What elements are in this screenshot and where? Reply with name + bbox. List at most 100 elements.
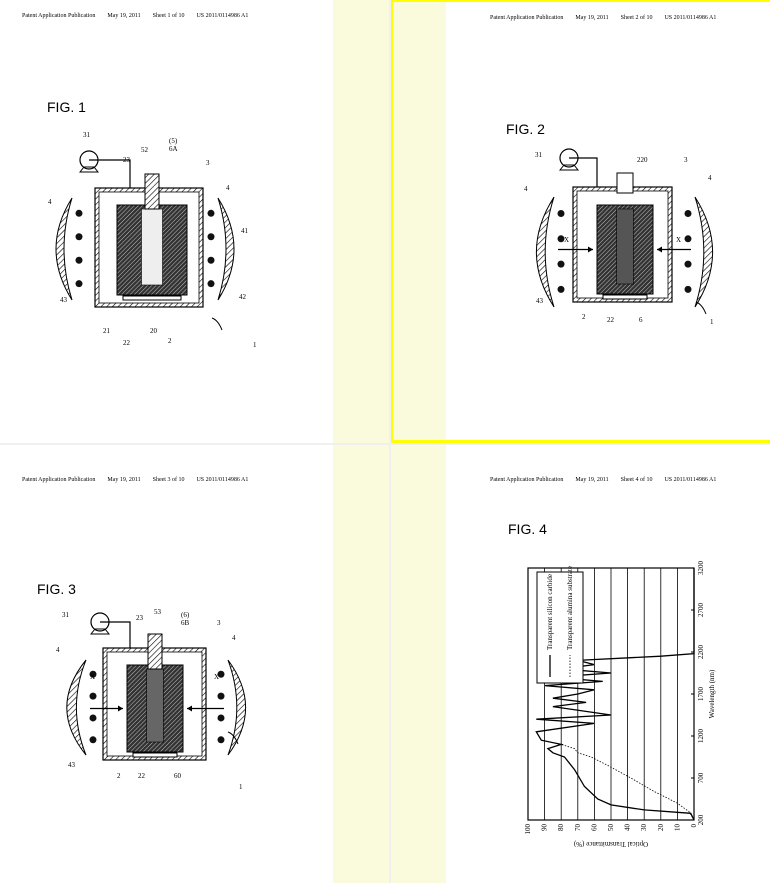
figure-2-drawing: 31220344XX4322261 <box>446 2 770 443</box>
x-tick-label: 1700 <box>697 687 705 702</box>
reference-arrow <box>212 318 222 330</box>
reference-label: 220 <box>637 156 648 164</box>
heater-reflector <box>218 198 234 300</box>
heater-reflector <box>536 197 554 307</box>
reference-label: (6) <box>181 611 190 619</box>
reference-label: 4 <box>226 184 230 192</box>
crucible-core <box>142 209 163 285</box>
reference-label: 4 <box>56 646 60 654</box>
reference-label: 22 <box>123 339 131 347</box>
x-tick-label: 1200 <box>697 729 705 744</box>
heater-coil <box>558 286 565 293</box>
page-2[interactable]: Patent Application PublicationMay 19, 20… <box>446 2 770 440</box>
heater-coil <box>90 693 97 700</box>
page-1[interactable]: Patent Application PublicationMay 19, 20… <box>0 0 333 443</box>
reference-label: (5) <box>169 137 178 145</box>
figure-4-chart: 0102030405060708090100200700120017002200… <box>446 445 770 883</box>
x-tick-label: 2700 <box>697 603 705 618</box>
heater-coil <box>685 210 692 217</box>
heater-coil <box>685 235 692 242</box>
page-cell-2[interactable]: Patent Application PublicationMay 19, 20… <box>391 0 770 443</box>
reference-label: 23 <box>136 614 144 622</box>
crucible-core <box>147 669 164 742</box>
y-tick-label: 30 <box>640 824 648 832</box>
heater-coil <box>558 261 565 268</box>
legend: Transparent silicon carbideTransparent a… <box>537 566 583 683</box>
heater-coil <box>208 280 215 287</box>
heater-coil <box>76 280 83 287</box>
crucible-core <box>617 209 634 284</box>
reference-label: X <box>214 673 219 681</box>
y-tick-label: 10 <box>673 824 681 832</box>
page-cell-1[interactable]: Patent Application PublicationMay 19, 20… <box>0 0 389 443</box>
heater-coil <box>208 257 215 264</box>
reference-label: 43 <box>60 296 68 304</box>
heater-coil <box>685 286 692 293</box>
heater <box>56 198 83 300</box>
y-tick-label: 60 <box>590 824 598 832</box>
y-tick-label: 80 <box>557 824 565 832</box>
reference-label: 4 <box>524 185 528 193</box>
reference-label: 42 <box>239 293 247 301</box>
heater-coil <box>76 257 83 264</box>
y-tick-label: 90 <box>541 824 549 832</box>
reference-label: X <box>676 236 681 244</box>
reference-label: 4 <box>48 198 52 206</box>
page-3[interactable]: Patent Application PublicationMay 19, 20… <box>0 445 333 883</box>
figure-3-drawing: 312353(6)6B344XX43222601 <box>0 445 333 883</box>
reference-label: 23 <box>123 156 131 164</box>
reference-label: 43 <box>68 761 76 769</box>
reference-label: 2 <box>582 313 586 321</box>
reference-label: X <box>564 236 569 244</box>
x-tick-label: 2200 <box>697 645 705 660</box>
heater <box>536 197 564 307</box>
legend-box <box>537 572 583 683</box>
page-cell-3[interactable]: Patent Application PublicationMay 19, 20… <box>0 445 389 883</box>
reference-label: 21 <box>103 327 111 335</box>
reference-label: 6B <box>181 619 190 627</box>
reference-label: 41 <box>241 227 249 235</box>
reference-label: 60 <box>174 772 182 780</box>
heater-coil <box>208 233 215 240</box>
reference-label: 43 <box>536 297 544 305</box>
page-4[interactable]: Patent Application PublicationMay 19, 20… <box>446 445 770 883</box>
reference-label: 3 <box>217 619 221 627</box>
y-tick-label: 50 <box>607 824 615 832</box>
x-tick-label: 200 <box>697 814 705 825</box>
reference-label: 31 <box>535 151 543 159</box>
heater-reflector <box>56 198 72 300</box>
heater <box>685 197 713 307</box>
y-tick-label: 40 <box>624 824 632 832</box>
reference-label: 53 <box>154 608 162 616</box>
reference-label: 52 <box>141 146 149 154</box>
heater <box>218 660 246 755</box>
heater-reflector <box>695 197 713 307</box>
heater-coil <box>218 736 225 743</box>
reference-label: 4 <box>232 634 236 642</box>
support-plate <box>133 753 177 757</box>
reference-label: 20 <box>150 327 158 335</box>
page-cell-4[interactable]: Patent Application PublicationMay 19, 20… <box>391 445 770 883</box>
heater <box>208 198 235 300</box>
reference-label: 3 <box>684 156 688 164</box>
y-axis-title: Optical Transmittance (%) <box>573 840 648 848</box>
reference-label: 4 <box>708 174 712 182</box>
reference-label: 1 <box>253 341 257 349</box>
seed-rod <box>145 174 159 209</box>
reference-label: 3 <box>206 159 210 167</box>
support-plate <box>123 296 181 300</box>
reference-label: 1 <box>710 318 714 326</box>
support-plate <box>603 295 647 299</box>
heater-coil <box>558 210 565 217</box>
reference-label: 31 <box>83 131 91 139</box>
heater-coil <box>90 736 97 743</box>
heater-coil <box>76 210 83 217</box>
heater-coil <box>208 210 215 217</box>
heater-coil <box>90 714 97 721</box>
x-axis-title: Wavelength (nm) <box>708 669 716 718</box>
chart-plot: 0102030405060708090100200700120017002200… <box>524 561 716 849</box>
reference-label: 2 <box>117 772 121 780</box>
seed-rod <box>148 634 162 669</box>
y-tick-label: 70 <box>574 824 582 832</box>
heater-coil <box>685 261 692 268</box>
